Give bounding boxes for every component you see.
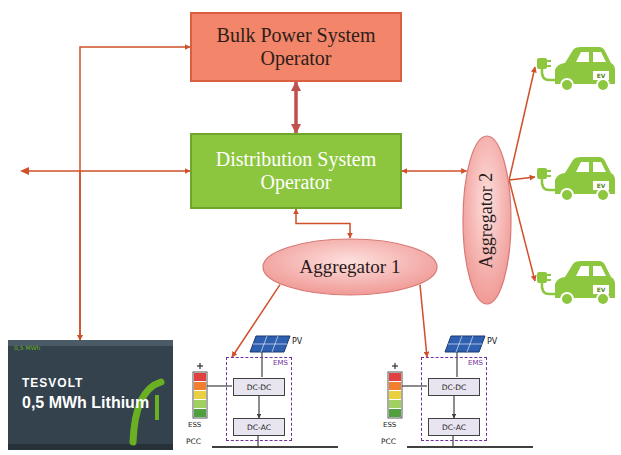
- ev-icon: EV: [535, 148, 615, 206]
- connector-arrow: [232, 285, 280, 357]
- part-label: ESS: [188, 421, 201, 429]
- node-text: Aggregator 1: [300, 256, 401, 278]
- part-label: 0,5 MWh: [14, 344, 40, 351]
- node-text: DC-DC: [442, 383, 467, 392]
- ev-icon: EV: [535, 38, 615, 96]
- aggregator-ellipse: Aggregator 1: [262, 238, 438, 296]
- ems-boundary: EMS DC-DC DC-AC: [226, 357, 292, 441]
- converter-box: DC-AC: [233, 418, 285, 436]
- ev-icon: EV: [535, 252, 615, 310]
- connector-arrow: [402, 170, 467, 172]
- node-text: Distribution System Operator: [200, 148, 392, 194]
- connector-arrow: [296, 209, 350, 238]
- node-text: DC-DC: [247, 383, 272, 392]
- node-text: TESVOLT: [22, 376, 83, 390]
- connector-arrow: [453, 396, 454, 418]
- node-text: EMS: [468, 359, 483, 367]
- part-label: PCC: [381, 437, 396, 446]
- part-label: PCC: [186, 437, 201, 446]
- connector-arrow: [509, 67, 535, 180]
- prosumer-unit: [193, 336, 338, 447]
- prosumer-unit: [388, 336, 533, 447]
- battery-container: TESVOLT 0,5 MWh Lithium: [8, 340, 173, 450]
- converter-box: DC-AC: [428, 418, 480, 436]
- car-shape: [535, 38, 615, 96]
- converter-box: DC-DC: [233, 378, 285, 396]
- plate-text: EV: [593, 71, 609, 80]
- car-shape: [535, 252, 615, 310]
- arrow-head: [20, 167, 29, 175]
- converter-box: DC-DC: [428, 378, 480, 396]
- connector-arrow: [509, 180, 535, 281]
- part-label: PV: [487, 337, 497, 346]
- plate-text: EV: [593, 181, 609, 190]
- connector-arrow: [420, 285, 427, 357]
- connector-arrow: [509, 177, 535, 180]
- car-shape: [535, 148, 615, 206]
- node-text: 0,5 MWh Lithium: [22, 394, 149, 412]
- node-text: DC-AC: [442, 423, 466, 432]
- connector-arrow: [80, 171, 190, 340]
- part-label: PV: [292, 337, 302, 346]
- plate-text: EV: [593, 285, 609, 294]
- connector-arrow: [294, 82, 298, 133]
- operator-box: Bulk Power System Operator: [190, 12, 402, 82]
- connector-line: [26, 170, 80, 172]
- part-label: ESS: [383, 421, 396, 429]
- node-text: DC-AC: [247, 423, 271, 432]
- ems-boundary: EMS DC-DC DC-AC: [421, 357, 487, 441]
- connector-arrow: [80, 47, 190, 340]
- aggregator-ellipse: Aggregator 2: [462, 135, 512, 305]
- node-text: EMS: [273, 359, 288, 367]
- node-text: Aggregator 2: [477, 172, 498, 267]
- operator-box: Distribution System Operator: [190, 133, 402, 209]
- node-text: Bulk Power System Operator: [200, 24, 392, 70]
- connector-arrow: [258, 396, 259, 418]
